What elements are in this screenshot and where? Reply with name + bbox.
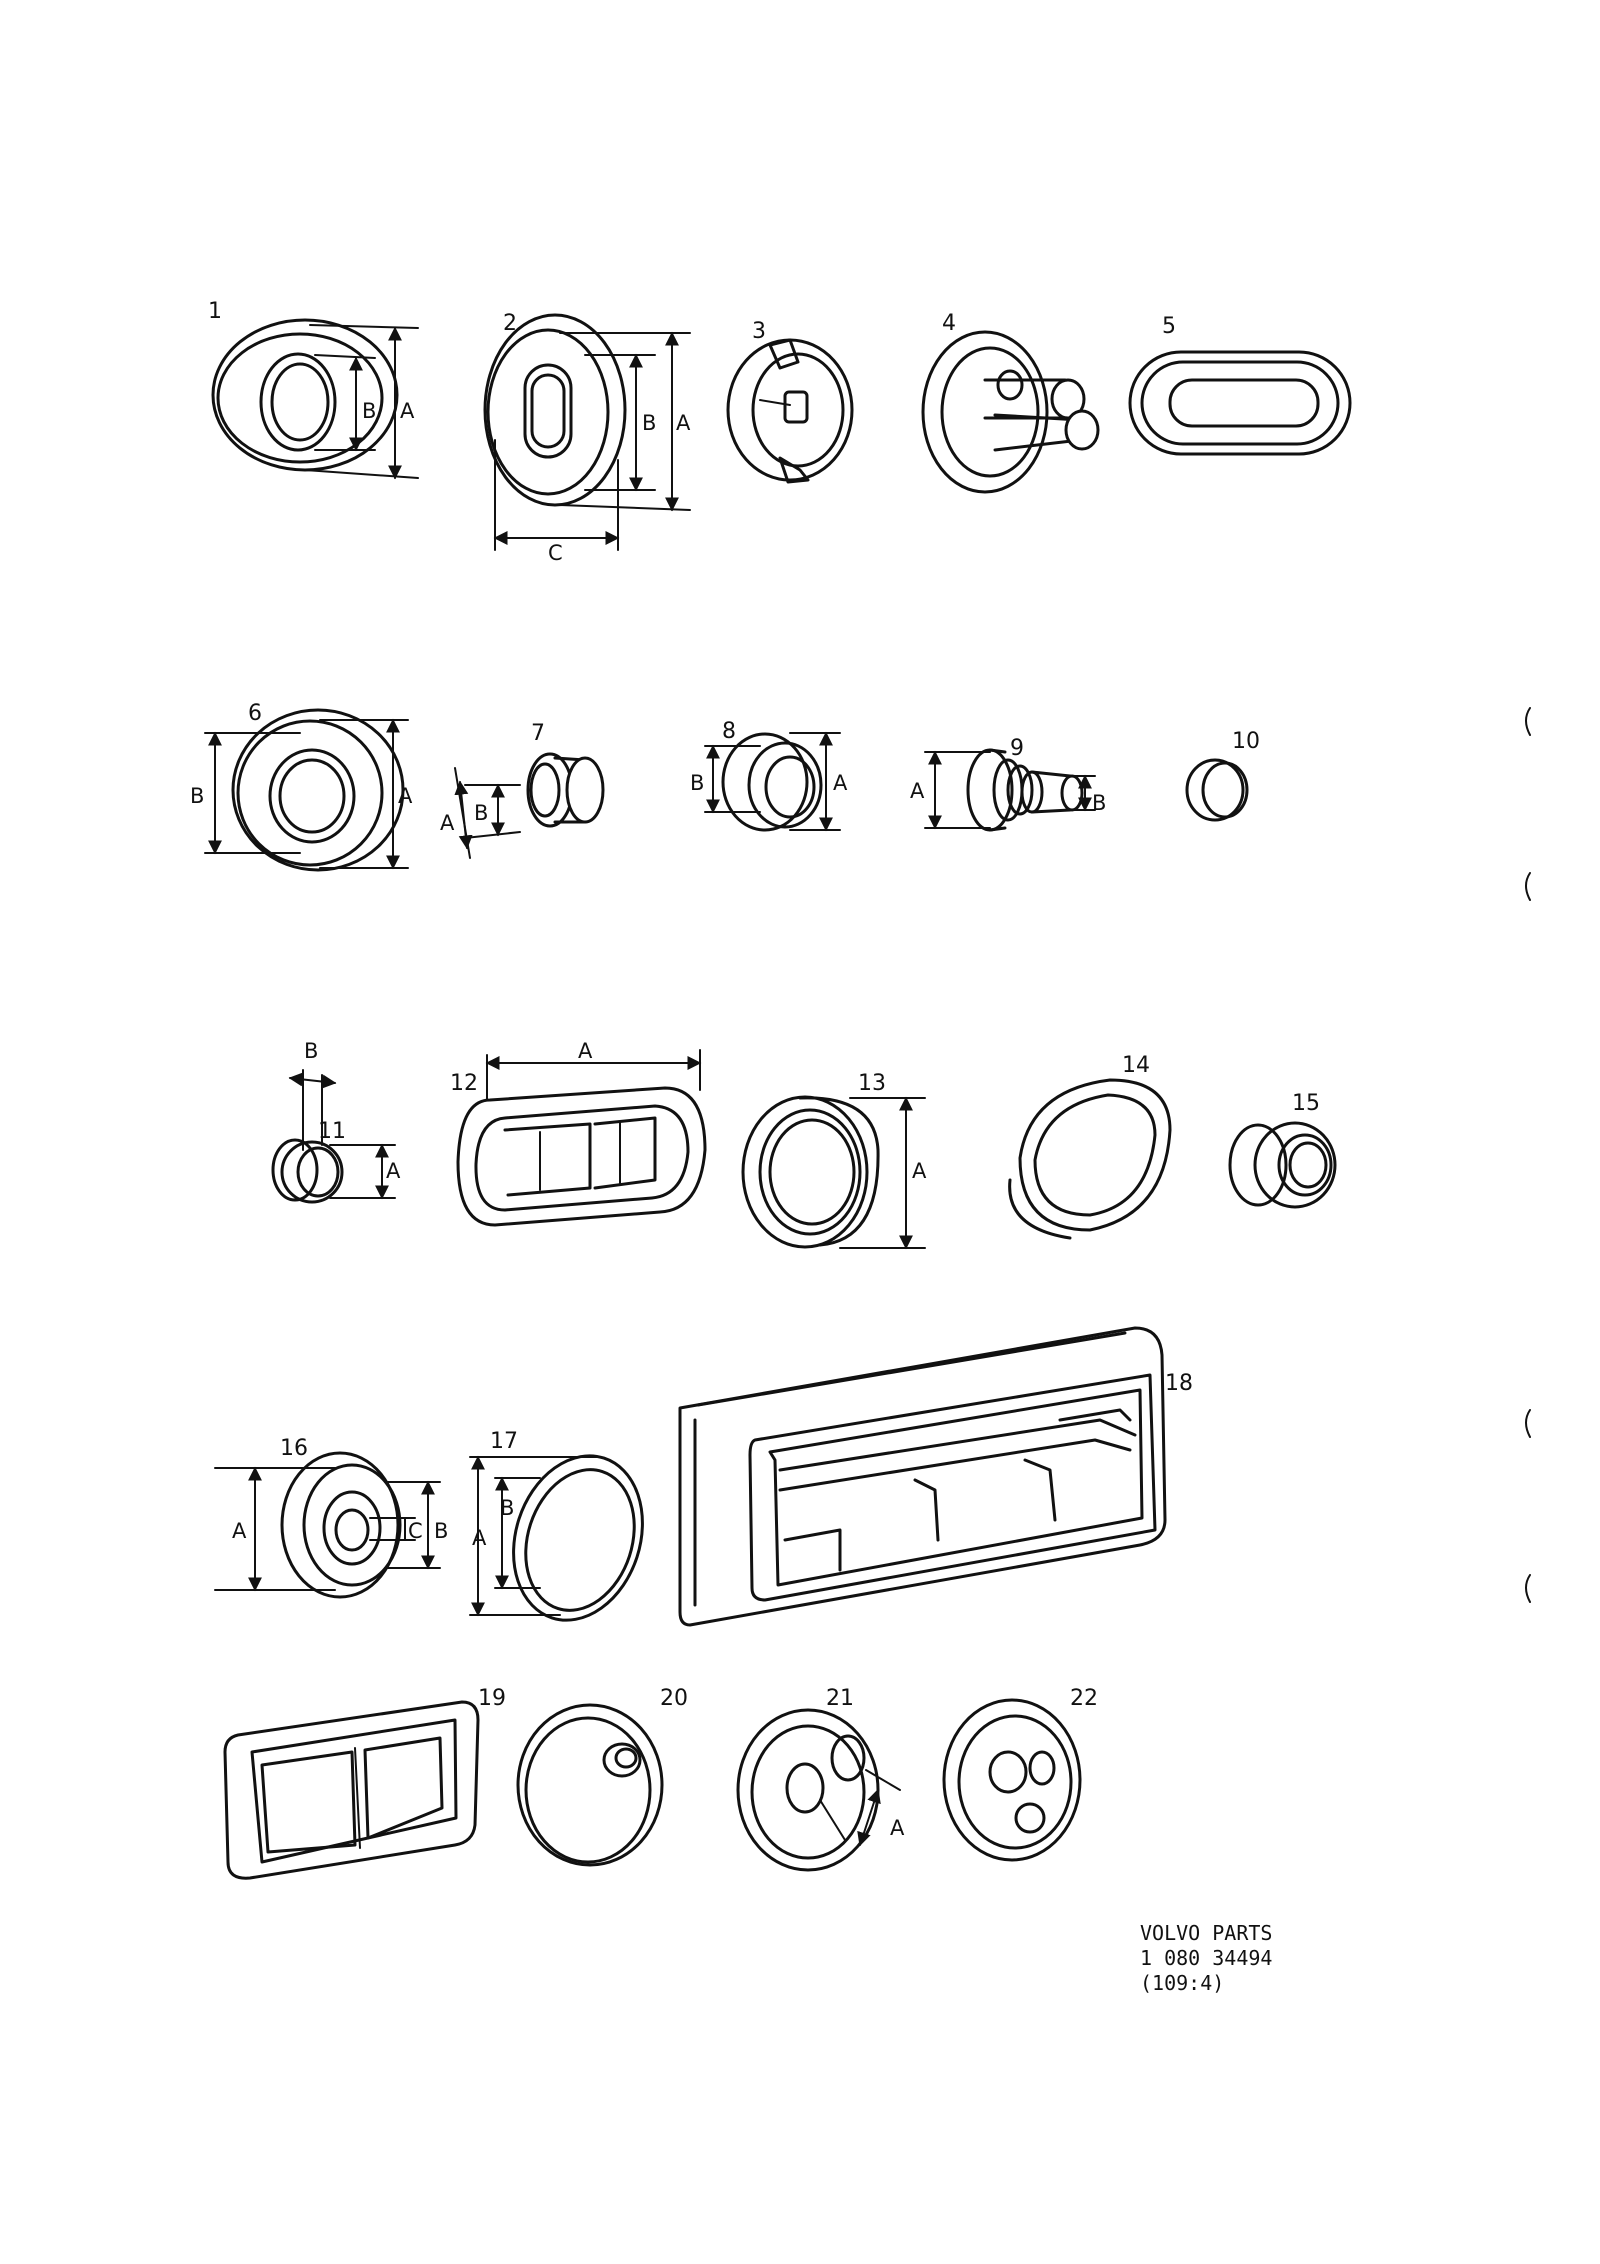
part-8-grommet-cap [704, 731, 841, 832]
dim-label-a: A [912, 1159, 927, 1183]
part-label-19: 19 [478, 1686, 506, 1711]
part-label-20: 20 [660, 1686, 688, 1711]
part-label-18: 18 [1165, 1371, 1193, 1396]
part-1-grommet [211, 318, 419, 480]
dim-label-a: A [676, 411, 691, 435]
part-label-11: 11 [318, 1119, 346, 1144]
part-label-15: 15 [1292, 1091, 1320, 1116]
part-4-grommet-double-pin [921, 330, 1100, 494]
dim-label-c: C [548, 541, 563, 565]
binder-marks [1525, 707, 1531, 1603]
dim-label-b: B [434, 1519, 448, 1543]
part-17-grommet-lid [469, 1454, 644, 1622]
dim-label-c: C [408, 1519, 423, 1543]
part-label-7: 7 [531, 721, 545, 746]
dim-label-b: B [474, 801, 488, 825]
footer-brand: VOLVO PARTS [1140, 1921, 1272, 1945]
footer-ref: (109:4) [1140, 1971, 1224, 1995]
part-6-grommet [204, 708, 409, 872]
dim-label-b: B [500, 1496, 514, 1520]
part-label-1: 1 [208, 299, 222, 324]
part-label-17: 17 [490, 1429, 518, 1454]
part-label-6: 6 [248, 701, 262, 726]
part-7-plug-stepped [454, 752, 605, 859]
part-14-grommet-oval-ring [1008, 1078, 1172, 1240]
dim-label-a: A [386, 1159, 401, 1183]
dim-label-a: A [833, 771, 848, 795]
part-3-grommet-split [726, 338, 854, 484]
part-label-3: 3 [752, 319, 766, 344]
dim-label-b: B [690, 771, 704, 795]
part-2-grommet-oval [483, 313, 691, 551]
dim-label-a: A [440, 811, 455, 835]
part-15-grommet-ring [1228, 1121, 1337, 1209]
part-10-plug [1185, 758, 1249, 822]
dim-label-b: B [362, 399, 376, 423]
part-21-grommet-two-hole [736, 1708, 901, 1872]
part-label-2: 2 [503, 311, 517, 336]
part-label-16: 16 [280, 1436, 308, 1461]
part-9-stepped-plug [924, 748, 1096, 832]
part-16-grommet [214, 1451, 441, 1599]
part-label-14: 14 [1122, 1053, 1150, 1078]
part-12-grommet-double-slot [456, 1049, 707, 1227]
dim-label-b: B [304, 1039, 318, 1063]
dim-label-a: A [910, 779, 925, 803]
dim-label-b: B [190, 784, 204, 808]
part-label-8: 8 [722, 719, 736, 744]
part-22-grommet-three-hole [942, 1698, 1082, 1862]
part-18-vent-housing [678, 1326, 1167, 1627]
dim-label-a: A [890, 1816, 905, 1840]
part-label-12: 12 [450, 1071, 478, 1096]
part-label-4: 4 [942, 311, 956, 336]
dim-label-b: B [642, 411, 656, 435]
part-label-13: 13 [858, 1071, 886, 1096]
part-11-grommet-small [271, 1069, 396, 1204]
dim-label-a: A [578, 1039, 593, 1063]
part-label-5: 5 [1162, 314, 1176, 339]
dim-label-a: A [232, 1519, 247, 1543]
part-label-22: 22 [1070, 1686, 1098, 1711]
part-19-grommet-frame [223, 1700, 480, 1880]
part-label-10: 10 [1232, 729, 1260, 754]
dim-label-a: A [400, 399, 415, 423]
part-5-grommet-slot [1128, 350, 1352, 456]
part-20-grommet-single-hole [516, 1703, 664, 1867]
footer-code: 1 080 34494 [1140, 1946, 1272, 1970]
part-label-9: 9 [1010, 736, 1024, 761]
dim-label-a: A [472, 1526, 487, 1550]
part-label-21: 21 [826, 1686, 854, 1711]
dim-label-b: B [1092, 791, 1106, 815]
part-13-grommet-sleeve [741, 1095, 926, 1250]
dim-label-a: A [398, 784, 413, 808]
